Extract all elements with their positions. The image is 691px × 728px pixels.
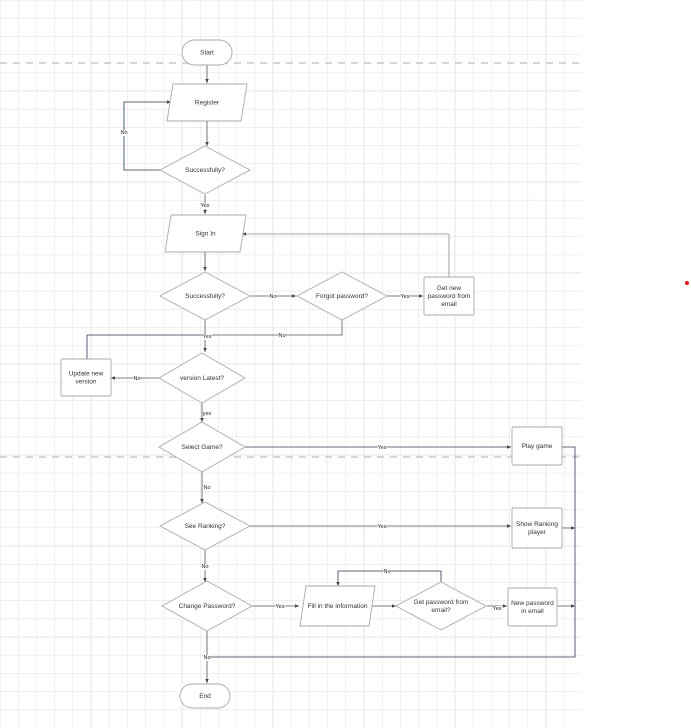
- edge-label-change-no: No: [203, 655, 210, 661]
- node-label: Fill in the information: [308, 603, 368, 610]
- connector[interactable]: [86, 334, 205, 359]
- edge-label-select-yes: Yes: [378, 445, 387, 451]
- node-label: Register: [195, 100, 220, 107]
- node-label: Change Password?: [179, 603, 236, 610]
- node-changepw[interactable]: Change Password?: [161, 580, 253, 632]
- node-forgot[interactable]: Forgot password?: [296, 271, 388, 321]
- node-fill[interactable]: Fill in the information: [299, 585, 376, 627]
- edge-label-rank-yes: Yes: [378, 524, 387, 530]
- node-select[interactable]: Select Game?: [158, 421, 246, 473]
- node-label: Successfully?: [185, 167, 225, 174]
- edge-label-latest-no: No: [133, 376, 140, 382]
- node-label: in email: [521, 608, 544, 615]
- edge-label-change-yes: Yes: [276, 604, 285, 610]
- node-label: New password: [511, 600, 554, 607]
- edge-label-getpw-no: No: [383, 569, 390, 575]
- connector[interactable]: [207, 446, 576, 658]
- node-label: Play game: [522, 443, 553, 450]
- edge-label-forgot-no: No: [278, 333, 285, 339]
- connector[interactable]: [207, 320, 343, 336]
- node-label: End: [199, 693, 211, 700]
- node-label: version: [76, 379, 97, 386]
- node-label: Select Game?: [181, 444, 223, 451]
- node-label: Get password from: [414, 599, 469, 606]
- connector[interactable]: [242, 232, 450, 277]
- node-label: Sign In: [195, 231, 216, 238]
- node-label: Get new: [437, 285, 462, 292]
- node-register[interactable]: Register: [166, 83, 248, 122]
- node-label: Show Ranking: [516, 521, 558, 528]
- node-label: email?: [431, 607, 451, 614]
- node-label: password from: [428, 293, 471, 300]
- node-label: See Ranking?: [185, 523, 226, 530]
- edge-label-s1-yes: Yes: [201, 203, 210, 209]
- node-end[interactable]: End: [179, 683, 231, 709]
- edge-label-latest-yes: yes: [203, 411, 212, 417]
- edge-label-s2-no: No: [269, 294, 276, 300]
- node-seerank[interactable]: See Ranking?: [159, 501, 251, 551]
- edge-label-select-no: No: [203, 485, 210, 491]
- node-start[interactable]: Start: [181, 39, 233, 66]
- node-label: Update new: [69, 371, 104, 378]
- edge-label-rank-no: No: [201, 564, 208, 570]
- edge-label-s1-no: No: [120, 130, 127, 136]
- edge-label-forgot-yes: Yes: [401, 294, 410, 300]
- node-label: player: [528, 529, 547, 536]
- red-dot-marker: [685, 281, 689, 285]
- node-label: Start: [200, 50, 214, 57]
- node-label: version Latest?: [180, 375, 224, 382]
- node-play[interactable]: Play game: [511, 426, 563, 466]
- node-label: Successfully?: [185, 293, 225, 300]
- edge-label-getpw-yes: Yes: [493, 606, 502, 612]
- node-signin[interactable]: Sign In: [164, 214, 247, 253]
- node-label: email: [441, 301, 457, 308]
- node-success1[interactable]: Successfully?: [159, 145, 251, 195]
- node-label: Forgot password?: [316, 293, 368, 300]
- node-success2[interactable]: Successfully?: [159, 271, 251, 321]
- edge-label-merge-yes: Yes: [203, 334, 212, 340]
- node-latest[interactable]: version Latest?: [158, 352, 246, 404]
